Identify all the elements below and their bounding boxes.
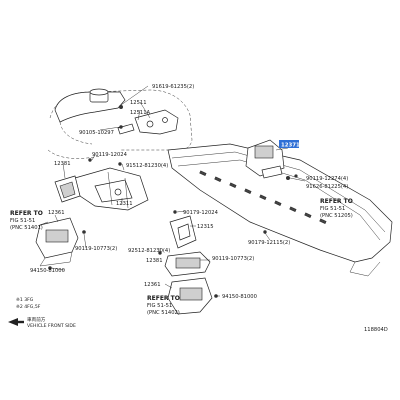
callout-labels: 91619-61235(2) 12511 12511A 90105-10297 …	[30, 84, 348, 300]
vehicle-front-arrow-icon	[8, 318, 24, 326]
label-12371: 12371	[281, 143, 300, 149]
ref-bottom-line3: (PNC 51402)	[147, 310, 180, 316]
label-91512: 91512-81230(4)	[126, 163, 168, 169]
label-90119-10773-mid: 90119-10773(2)	[212, 256, 254, 262]
vehicle-front-label: VEHICLE FRONT SIDE	[27, 323, 76, 329]
label-90179-12115: 90179-12115(2)	[248, 240, 290, 246]
label-90119-12024: 90119-12024	[92, 152, 128, 158]
label-94150-mid: 94150-81000	[222, 294, 257, 300]
cross-member-frame	[167, 143, 393, 277]
label-90179-12024: 90179-12024	[183, 210, 219, 216]
transmission-housing	[47, 88, 193, 159]
diagram-code: 118804D	[364, 327, 388, 333]
ref-left-line3: (PNC 51401)	[10, 225, 43, 231]
leader-lines	[39, 85, 306, 297]
bracket-12315	[169, 215, 197, 249]
label-12381-mid: 12381	[146, 258, 163, 264]
ref-right-line2: FIG 51-51	[320, 206, 345, 212]
label-92512: 92512-81230(4)	[128, 248, 170, 254]
label-12315: 12315	[197, 224, 214, 230]
ref-left: REFER TO FIG 51-51 (PNC 51401)	[10, 210, 43, 231]
insulator-12361-mid	[167, 277, 218, 315]
vehicle-front-cn: 車両前方	[27, 316, 46, 323]
ref-right-line1: REFER TO	[320, 198, 353, 205]
label-90119-10773-left: 90119-10773(2)	[75, 246, 117, 252]
label-12511: 12511	[130, 100, 147, 106]
legend-line2: ※2 4FG,5F	[16, 304, 41, 310]
label-12311: 12311	[116, 201, 133, 207]
ref-bottom-line2: FIG 51-51	[147, 303, 172, 309]
highlight-box-12371	[279, 140, 299, 148]
label-90105: 90105-10297	[79, 130, 114, 136]
legend-line1: ※1 3FG	[16, 297, 34, 303]
mount-12371	[245, 139, 298, 180]
label-12511A: 12511A	[130, 110, 151, 116]
bracket-12511	[117, 109, 179, 135]
ref-left-line2: FIG 51-51	[10, 218, 35, 224]
ref-bottom: REFER TO FIG 51-51 (PNC 51402)	[147, 295, 180, 316]
ref-bottom-line1: REFER TO	[147, 295, 180, 302]
label-12361-mid: 12361	[144, 282, 161, 288]
insulator-12381-mid	[164, 251, 211, 277]
label-91626: 91626-81225(4)	[306, 184, 348, 190]
ref-right: REFER TO FIG 51-51 (PNC 51205)	[320, 198, 353, 219]
ref-right-line3: (PNC 51205)	[320, 213, 353, 219]
label-90119-12274: 90119-12274(4)	[306, 176, 348, 182]
frame-slots	[199, 170, 327, 224]
legend: ※1 3FG ※2 4FG,5F 車両前方 VEHICLE FRONT SIDE	[8, 297, 76, 329]
label-91619: 91619-61235(2)	[152, 84, 194, 90]
label-12361-left: 12361	[48, 210, 65, 216]
bracket-12311	[54, 167, 149, 211]
label-94150-left: 94150-81000	[30, 268, 65, 274]
ref-left-line1: REFER TO	[10, 210, 43, 217]
insulator-12361-left	[35, 217, 86, 270]
label-12381-left: 12381	[54, 161, 71, 167]
